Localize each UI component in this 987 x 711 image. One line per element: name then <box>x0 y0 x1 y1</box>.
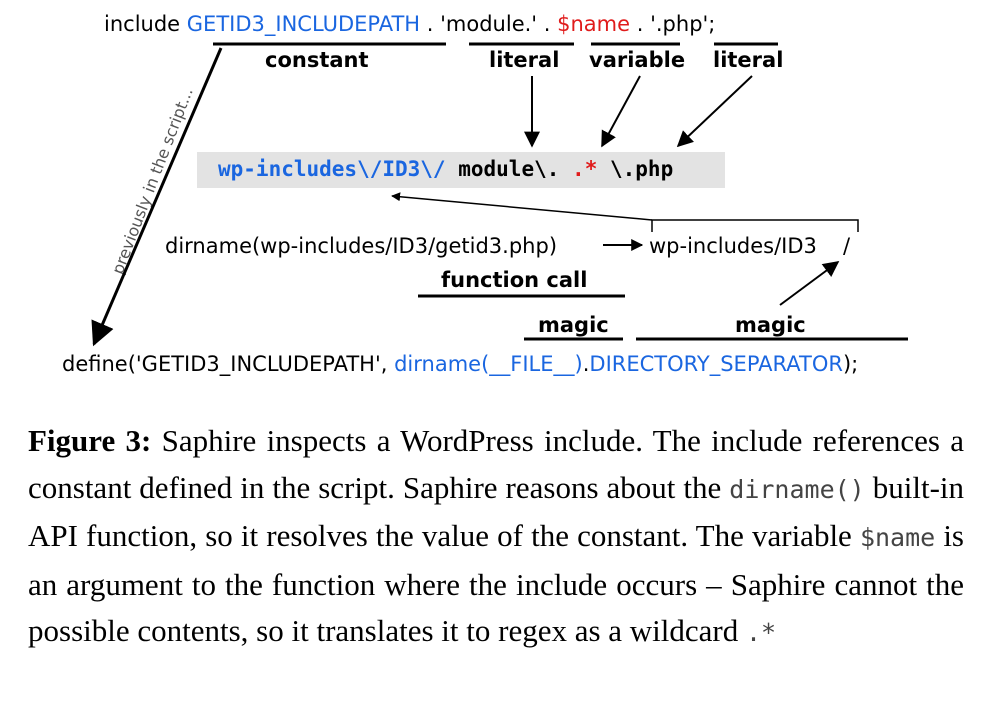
regex-box <box>197 152 725 188</box>
figure-caption: Figure 3: Saphire inspects a WordPress i… <box>28 418 964 657</box>
arrow-magic-to-slash <box>779 261 840 306</box>
label-function-call: function call <box>441 268 588 292</box>
include-keyword: include <box>104 12 181 36</box>
dirname-file-token: dirname(__FILE__) <box>394 352 583 376</box>
concat-dot: . <box>543 12 551 36</box>
label-literal-module: literal <box>489 48 560 72</box>
label-magic-separator: magic <box>735 313 806 337</box>
separator-slash: / <box>843 234 851 258</box>
arrow-constant-to-define <box>91 47 223 347</box>
dirname-call: dirname(wp-includes/ID3/getid3.php) <box>165 234 558 258</box>
caption-label: Figure 3: <box>28 423 152 458</box>
result-bracket <box>651 219 859 232</box>
directory-separator-token: DIRECTORY_SEPARATOR <box>589 352 843 376</box>
concat-dot: . <box>426 12 434 36</box>
regex-text: wp-includes\/ID3\/ module\. .* \.php <box>218 157 673 181</box>
include-statement: include GETID3_INCLUDEPATH . 'module.' .… <box>104 12 715 36</box>
caption-text: is an argument to the function where the… <box>28 518 964 648</box>
arrow-variable-to-regex <box>601 75 641 148</box>
label-constant: constant <box>265 48 369 72</box>
label-magic-file: magic <box>538 313 609 337</box>
variable-token: $name <box>557 12 631 36</box>
caption-code-dirname: dirname() <box>729 474 865 504</box>
caption-code-wildcard: .* <box>746 618 777 647</box>
define-statement: define('GETID3_INCLUDEPATH', dirname(__F… <box>62 352 858 376</box>
dirname-result: wp-includes/ID3 <box>649 234 817 258</box>
concat-dot: . <box>582 352 590 376</box>
regex-module-part: module\. <box>458 157 560 181</box>
constant-token: GETID3_INCLUDEPATH <box>186 12 421 36</box>
caption-text: built-in API function, so it resolves th… <box>28 469 965 554</box>
define-suffix: ); <box>842 352 859 376</box>
regex-wildcard-part: .* <box>572 157 598 181</box>
regex-php-part: \.php <box>610 157 674 181</box>
caption-text: Saphire inspects a WordPress include. Th… <box>28 423 965 505</box>
php-literal-token: '.php'; <box>650 12 716 36</box>
concat-dot: . <box>636 12 644 36</box>
module-literal-token: 'module.' <box>440 12 538 36</box>
arrow-result-to-regex <box>391 192 653 221</box>
regex-path-part: wp-includes\/ID3\/ <box>218 157 446 181</box>
label-variable: variable <box>589 48 686 72</box>
define-prefix: define('GETID3_INCLUDEPATH', <box>62 352 395 376</box>
arrow-literal-php-to-regex <box>676 75 753 148</box>
label-literal-php: literal <box>713 48 784 72</box>
caption-code-name: $name <box>859 523 936 552</box>
